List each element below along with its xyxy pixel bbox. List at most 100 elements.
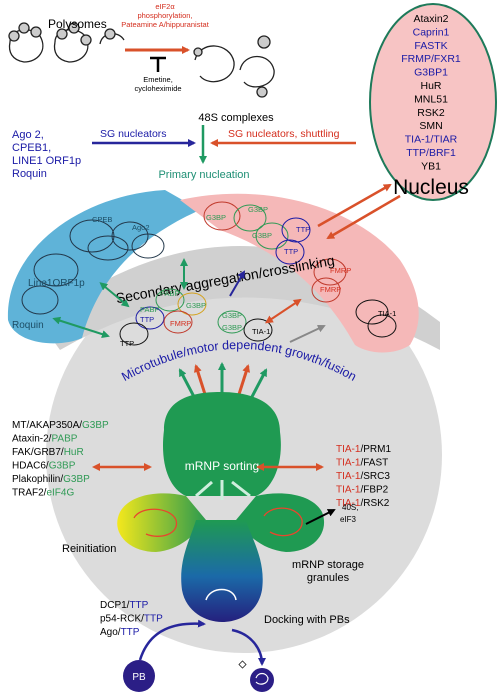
- pb-label: PB: [132, 672, 146, 683]
- reinitiation-lobe: [117, 493, 206, 552]
- nucleus-protein-3: FRMP/FXR1: [401, 53, 461, 65]
- left-list-item-5: TRAF2/eIF4G: [12, 488, 74, 499]
- phosphorylation-label: phosphorylation,: [137, 11, 192, 20]
- g3bp-label-pink-1: G3BP: [206, 213, 226, 222]
- pabp-label-1: PABP: [160, 289, 179, 298]
- eif3-label: eIF3: [340, 515, 357, 524]
- nucleus-protein-list: Ataxin2Caprin1FASTKFRMP/FXR1G3BP1HuRMNL5…: [401, 13, 461, 172]
- stem-to-release-arrow: [231, 628, 266, 666]
- pb-to-stem-arrow: [138, 619, 206, 661]
- aggregation-arrow-6: [289, 324, 326, 343]
- cycloheximide-label: cycloheximide: [134, 84, 181, 93]
- pb-stem: [181, 520, 263, 622]
- sorting-arrow-left: [195, 480, 213, 498]
- reinitiation-label: Reinitiation: [62, 543, 116, 555]
- right-list-item-0: TIA-1/PRM1: [336, 444, 391, 455]
- primary-nucleation-label: Primary nucleation: [158, 169, 249, 181]
- pb-internal-curve: [205, 588, 237, 601]
- shuttle-arrow-to-nucleus: [317, 183, 392, 228]
- nucleus-protein-1: Caprin1: [413, 26, 450, 38]
- nucleus-protein-9: TIA-1/TIAR: [405, 134, 458, 146]
- right-list-item-2: TIA-1/SRC3: [336, 471, 390, 482]
- roquin-granule-label: Roquin: [12, 320, 44, 331]
- 48s-complexes-label: 48S complexes: [198, 112, 274, 124]
- ago2-granule-label: Ago2: [132, 223, 150, 232]
- aggregation-arrow-2: [52, 316, 110, 338]
- ttp-label-center-2: TTP: [120, 339, 134, 348]
- sg-nucleators-shuttling-label: SG nucleators, shuttling: [228, 128, 340, 140]
- cyan-granule-cluster: [21, 219, 165, 315]
- g3bp-label-center-3: G3BP: [222, 323, 242, 332]
- cpeb-granule-label: CPEB: [92, 215, 112, 224]
- 40s-label: 40S,: [342, 503, 358, 512]
- tia1-label-pink: TIA-1: [378, 309, 396, 318]
- nucleus-protein-2: FASTK: [414, 40, 447, 52]
- nucleator-ago2: Ago 2,: [12, 129, 44, 141]
- pabp-label-2: PABP: [140, 305, 159, 314]
- fmrp-label-pink-1: FMRP: [330, 266, 351, 275]
- fmrp-label-center: FMRP: [170, 319, 191, 328]
- processing-body: [123, 660, 155, 692]
- aggregation-arrow-5: [265, 298, 302, 324]
- 40s-release-arrow: [305, 509, 336, 525]
- released-marker: [238, 660, 247, 669]
- right-list-item-4: TIA-1/RSK2: [336, 498, 390, 509]
- g3bp-label-center-2: G3BP: [222, 311, 242, 320]
- aggregation-arrow-4: [229, 270, 246, 297]
- left-list-item-0: MT/AKAP350A/G3BP: [12, 420, 109, 431]
- nucleus-protein-6: MNL51: [414, 93, 448, 105]
- nucleator-line1: LINE1 ORF1p: [12, 155, 81, 167]
- ttp-label-pink-1: TTP: [296, 225, 310, 234]
- shuttle-arrow-from-nucleus: [326, 194, 401, 240]
- polysomes-label: Polysomes: [48, 17, 107, 31]
- fmrp-label-pink-2: FMRP: [320, 285, 341, 294]
- nucleus-protein-8: SMN: [419, 120, 442, 132]
- pink-granule-cluster: [203, 201, 397, 338]
- nucleus-protein-11: YB1: [421, 160, 441, 172]
- nucleus-protein-5: HuR: [420, 80, 441, 92]
- pb-list-item-2: Ago/TTP: [100, 627, 140, 638]
- line1orf1p-label: Line1ORF1p: [28, 278, 85, 289]
- pateamine-label: Pateamine A/hippuranistat: [121, 20, 209, 29]
- nucleus-protein-0: Ataxin2: [413, 13, 448, 25]
- ttp-label-center: TTP: [140, 315, 154, 324]
- nucleus-protein-10: TTP/BRF1: [406, 147, 456, 159]
- ttp-label-pink-2: TTP: [284, 247, 298, 256]
- g3bp-label-pink-3: G3BP: [252, 231, 272, 240]
- emetine-label: Emetine,: [143, 75, 173, 84]
- g3bp-label-center-1: G3BP: [186, 301, 206, 310]
- released-mrna-curve: [255, 672, 269, 685]
- nucleator-roquin: Roquin: [12, 168, 47, 180]
- aggregation-arrow-1: [99, 282, 130, 308]
- right-list-item-1: TIA-1/FAST: [336, 458, 388, 469]
- nucleus: [369, 3, 497, 201]
- nucleus-protein-4: G3BP1: [414, 67, 448, 79]
- central-granule-cluster: [119, 288, 273, 346]
- left-list-item-3: HDAC6/G3BP: [12, 461, 76, 472]
- mrnp-sorting-body: [162, 392, 281, 496]
- eif2a-label: eIF2α: [155, 2, 175, 11]
- right-list-item-3: TIA-1/FBP2: [336, 485, 389, 496]
- nucleus-label: Nucleus: [393, 176, 469, 199]
- docking-label: Docking with PBs: [264, 614, 350, 626]
- g3bp-label-pink-2: G3BP: [248, 205, 268, 214]
- cyan-nucleation-region: [7, 190, 201, 344]
- tia1-label-center: TIA-1: [252, 327, 270, 336]
- mrnp-sorting-label: mRNP sorting: [185, 459, 259, 473]
- left-list-item-1: Ataxin-2/PABP: [12, 434, 78, 445]
- pink-nucleation-region: [180, 193, 419, 353]
- released-granule: [250, 668, 274, 692]
- mrnp-storage-label-1: mRNP storage: [292, 559, 364, 571]
- left-list-item-4: Plakophilin/G3BP: [12, 474, 90, 485]
- polysome-illustration: [8, 22, 125, 63]
- pb-list-item-0: DCP1/TTP: [100, 600, 149, 611]
- left-list-item-2: FAK/GRB7/HuR: [12, 447, 84, 458]
- inhibition-t-bar: [150, 56, 166, 72]
- storage-lobe: [236, 493, 325, 552]
- left-protein-list: MT/AKAP350A/G3BP Ataxin-2/PABP FAK/GRB7/Hu…: [12, 420, 109, 499]
- mrnp-internal-curves: [133, 507, 303, 537]
- sg-nucleators-label-left: SG nucleators: [100, 128, 167, 140]
- dissociated-mrna-illustration: [193, 35, 275, 98]
